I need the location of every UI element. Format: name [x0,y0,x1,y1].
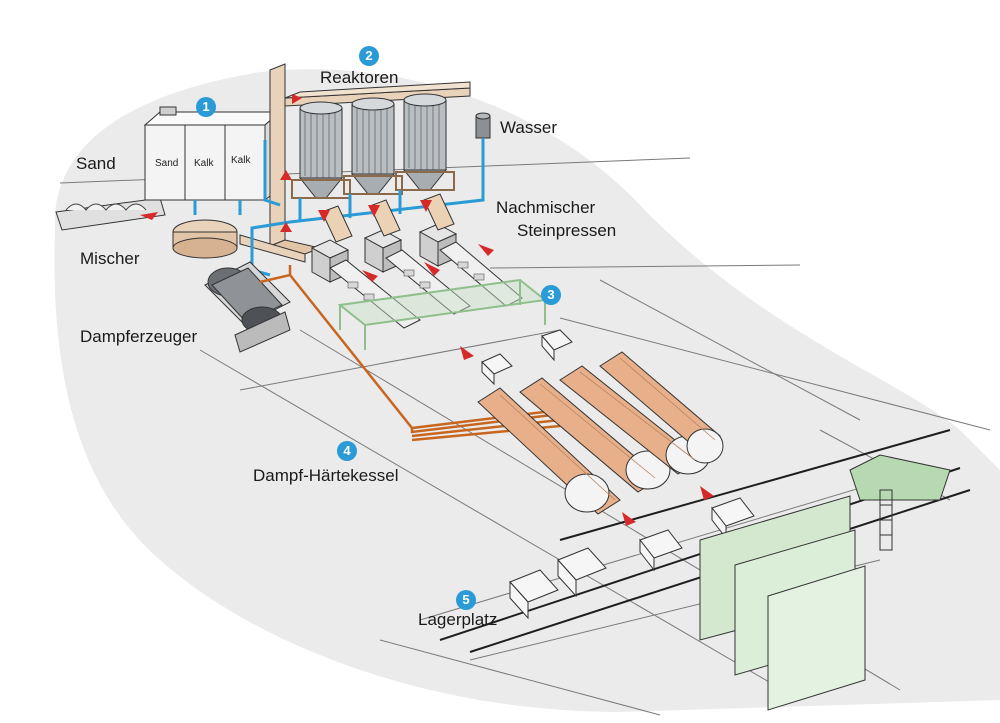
label-steinpressen: Steinpressen [517,221,617,240]
brick-stacks [481,329,755,572]
mixer [172,219,238,259]
label-sand: Sand [76,154,116,173]
raw-material-silos [143,106,282,202]
step-badge-3: 3 [541,285,561,305]
brick-presses [310,193,458,283]
label-nachmischer: Nachmischer [496,198,596,217]
autoclaves [477,351,724,515]
reactor-2 [343,97,403,195]
label-dampf-haertekessel: Dampf-Härtekessel [253,466,399,485]
step-badge-1: 1 [196,97,216,117]
elevator-arrows [280,94,302,232]
elevator-column [239,63,322,263]
step-badge-2: 2 [359,46,379,66]
label-mischer: Mischer [80,249,140,268]
step-badge-4: 4 [337,441,357,461]
steam-generator [204,261,291,353]
sand-conveyor [55,197,166,231]
label-wasser: Wasser [500,118,557,137]
silo-label-sand: Sand [155,158,179,169]
reactor-rail [284,81,471,107]
reactor-3 [395,93,455,191]
silo-label-kalk-2: Kalk [231,155,251,166]
label-reaktoren: Reaktoren [320,68,399,87]
storage-stacks [509,547,607,620]
step-badge-5: 5 [456,590,476,610]
water-tank [475,112,491,139]
production-halls [699,454,951,711]
reactor-1 [291,101,351,199]
process-arrows [318,200,714,526]
label-lagerplatz: Lagerplatz [418,610,498,629]
silo-label-kalk-1: Kalk [194,158,214,169]
press-lines [329,241,523,329]
label-dampferzeuger: Dampferzeuger [80,327,198,346]
